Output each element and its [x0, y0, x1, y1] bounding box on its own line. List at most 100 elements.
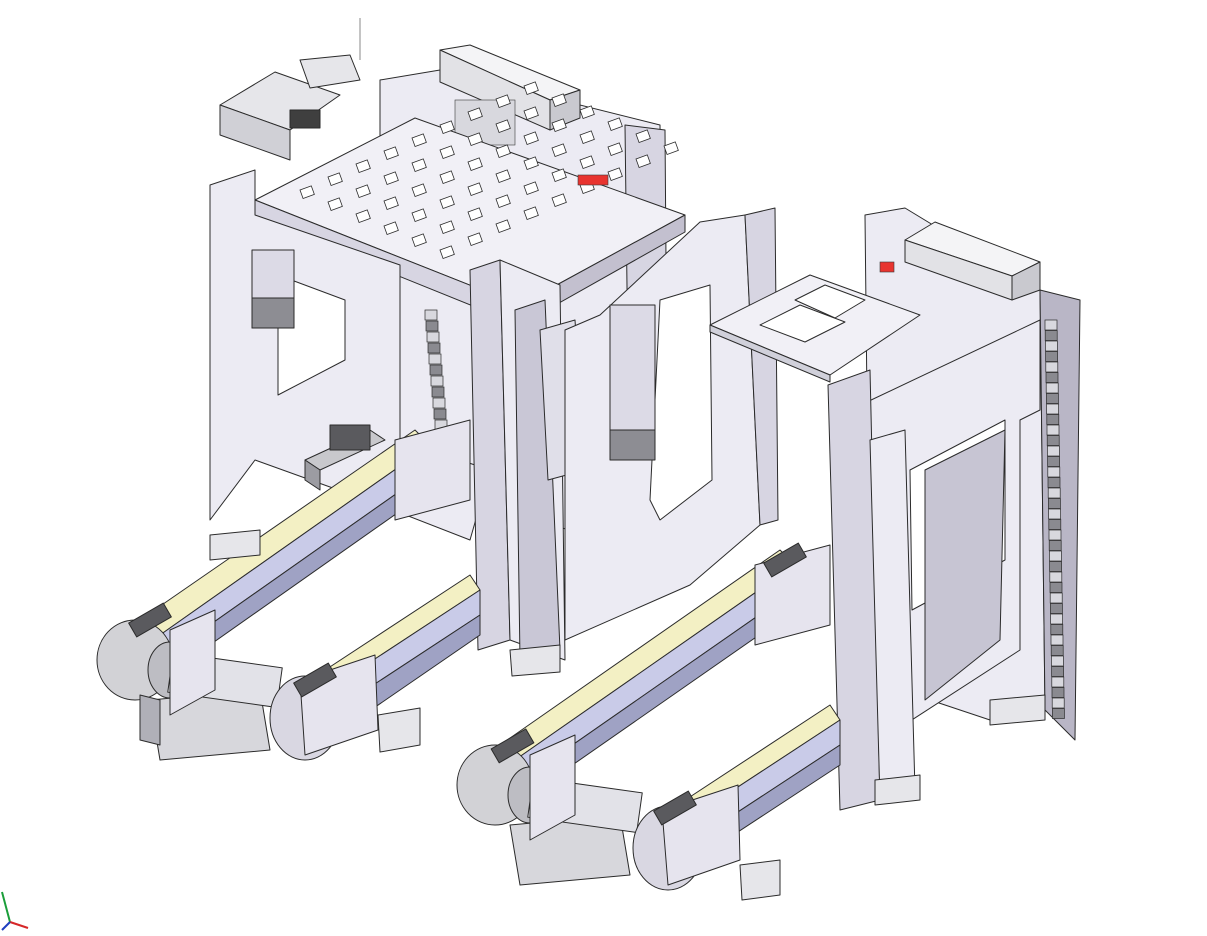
chain-link — [1045, 382, 1059, 394]
chain-link — [1047, 487, 1061, 499]
tray-pocket — [551, 168, 567, 182]
left-conveyor-a — [139, 419, 471, 681]
chain-link — [1051, 676, 1065, 688]
tray-pocket — [495, 119, 511, 133]
chain-link — [1048, 498, 1061, 509]
tray-pocket — [355, 184, 371, 198]
tray-pocket — [411, 133, 427, 147]
chain-link — [1046, 424, 1060, 436]
tray-pocket — [383, 171, 399, 185]
tray-pocket — [467, 232, 483, 246]
chain-link — [1051, 655, 1064, 667]
chain-link — [1044, 319, 1058, 331]
valve-manifold — [304, 424, 386, 491]
chain-link — [432, 397, 446, 409]
right-fixture-plate — [709, 274, 921, 383]
tray-pocket — [523, 81, 539, 95]
chain-link — [1046, 414, 1060, 425]
tray-pocket — [439, 220, 455, 234]
tray-pocket — [411, 208, 427, 222]
tray-pocket — [495, 219, 511, 233]
tray-pocket — [467, 132, 483, 146]
left-feet — [209, 529, 561, 753]
chain-link — [1045, 351, 1058, 362]
chain-link — [424, 309, 438, 321]
right-front-pulley — [632, 784, 741, 891]
chain-link — [1050, 624, 1064, 635]
tray-pocket — [439, 245, 455, 259]
tray-pocket — [579, 105, 595, 119]
tray-pocket — [411, 233, 427, 247]
left-center-column — [469, 259, 586, 661]
tray-pocket — [467, 157, 483, 171]
tray-pocket — [607, 142, 623, 156]
chain-link — [1049, 582, 1063, 593]
right-cable-chain — [1044, 319, 1065, 719]
tray-pocket — [523, 156, 539, 170]
tray-pocket — [383, 196, 399, 210]
tray-pocket — [383, 146, 399, 160]
tray-pocket — [523, 181, 539, 195]
left-cable-chain — [424, 309, 448, 431]
chain-link — [433, 408, 447, 420]
tray-pocket — [495, 194, 511, 208]
chain-link — [1050, 603, 1063, 614]
left-module — [96, 18, 686, 761]
tray-pocket — [439, 120, 455, 134]
tray-pocket — [579, 130, 595, 144]
tray-pocket — [523, 106, 539, 120]
tray-pocket — [327, 197, 343, 211]
tray-pocket — [411, 183, 427, 197]
tray-pocket — [663, 141, 679, 155]
right-drive-motor — [456, 728, 643, 886]
tray-pocket — [439, 195, 455, 209]
left-fixture-tray — [254, 81, 686, 326]
tray-pocket — [467, 182, 483, 196]
coordinate-triad-icon — [1, 891, 29, 931]
chain-link — [428, 353, 442, 365]
tray-pocket — [495, 144, 511, 158]
chain-link — [1047, 456, 1060, 467]
chain-link — [1050, 613, 1063, 625]
chain-link — [1046, 435, 1060, 446]
right-top-linear-module — [904, 221, 1041, 301]
chain-link — [430, 375, 444, 387]
tray-pocket — [467, 207, 483, 221]
tray-pocket — [299, 185, 315, 199]
tray-pocket — [439, 145, 455, 159]
chain-link — [1045, 340, 1058, 352]
chain-link — [1050, 645, 1064, 656]
right-front-column — [827, 369, 916, 811]
tray-pocket — [635, 154, 651, 168]
chain-link — [429, 364, 443, 376]
chain-link — [1048, 540, 1062, 551]
tray-pocket — [607, 117, 623, 131]
tray-pocket — [551, 143, 567, 157]
chain-link — [431, 386, 445, 398]
red-sensor-markers — [577, 174, 895, 273]
chain-link — [1046, 403, 1059, 415]
tray-pocket — [327, 172, 343, 186]
tray-pocket — [383, 221, 399, 235]
tray-pocket — [495, 169, 511, 183]
tray-pocket — [607, 167, 623, 181]
tray-pocket — [579, 155, 595, 169]
chain-link — [425, 320, 439, 332]
tray-pocket — [635, 129, 651, 143]
chain-link — [1050, 634, 1064, 646]
tray-pocket — [551, 93, 567, 107]
right-feet — [739, 694, 1046, 901]
tray-pocket — [355, 209, 371, 223]
chain-link — [1049, 550, 1062, 562]
tray-pocket — [551, 118, 567, 132]
chain-link — [1052, 708, 1065, 719]
left-front-pulley — [128, 602, 379, 761]
tray-pocket — [411, 158, 427, 172]
tray-pocket — [523, 131, 539, 145]
chain-link — [1049, 571, 1063, 583]
chain-link — [1048, 519, 1062, 530]
tray-pocket — [523, 206, 539, 220]
chain-link — [1047, 477, 1061, 488]
chain-link — [426, 331, 440, 343]
